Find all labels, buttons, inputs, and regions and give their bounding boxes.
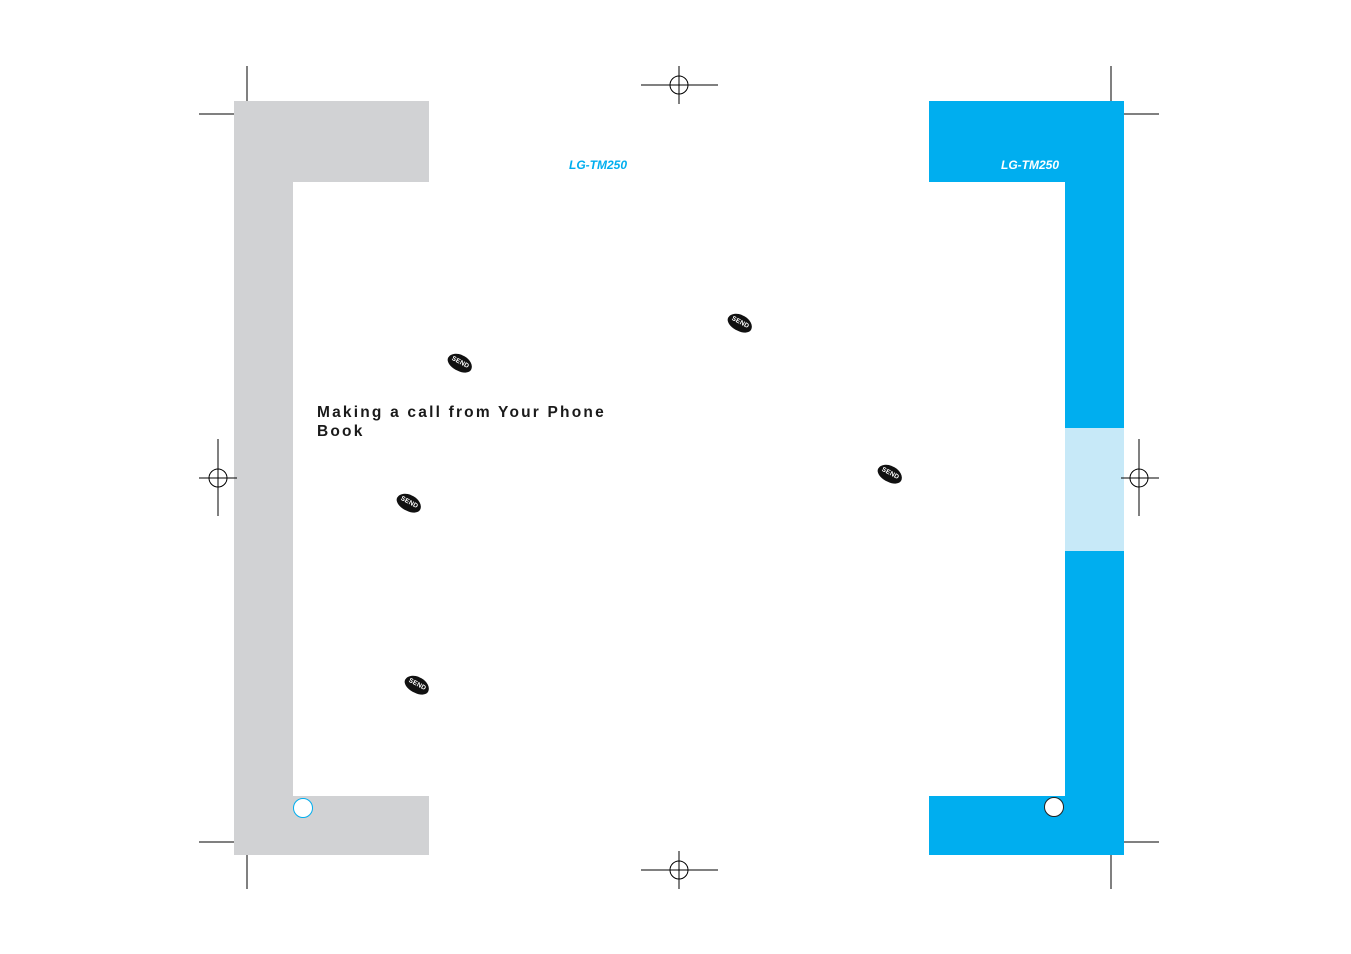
chapter-tab-highlight (1065, 428, 1124, 551)
left-frame-bottom-band (234, 796, 429, 855)
left-frame-side-bar (234, 182, 293, 796)
right-frame-side-bar-upper (1065, 182, 1124, 428)
right-frame-side-bar-lower (1065, 551, 1124, 796)
right-frame-bottom-band (929, 796, 1124, 855)
section-heading: Making a call from Your Phone Book (317, 404, 606, 440)
left-page-number-circle (293, 798, 313, 818)
right-page-number-circle (1044, 797, 1064, 817)
right-frame-top-band (929, 101, 1124, 182)
left-frame-top-band (234, 101, 429, 182)
right-page-model-label: LG-TM250 (1001, 158, 1060, 172)
left-page-model-label: LG-TM250 (569, 158, 628, 172)
